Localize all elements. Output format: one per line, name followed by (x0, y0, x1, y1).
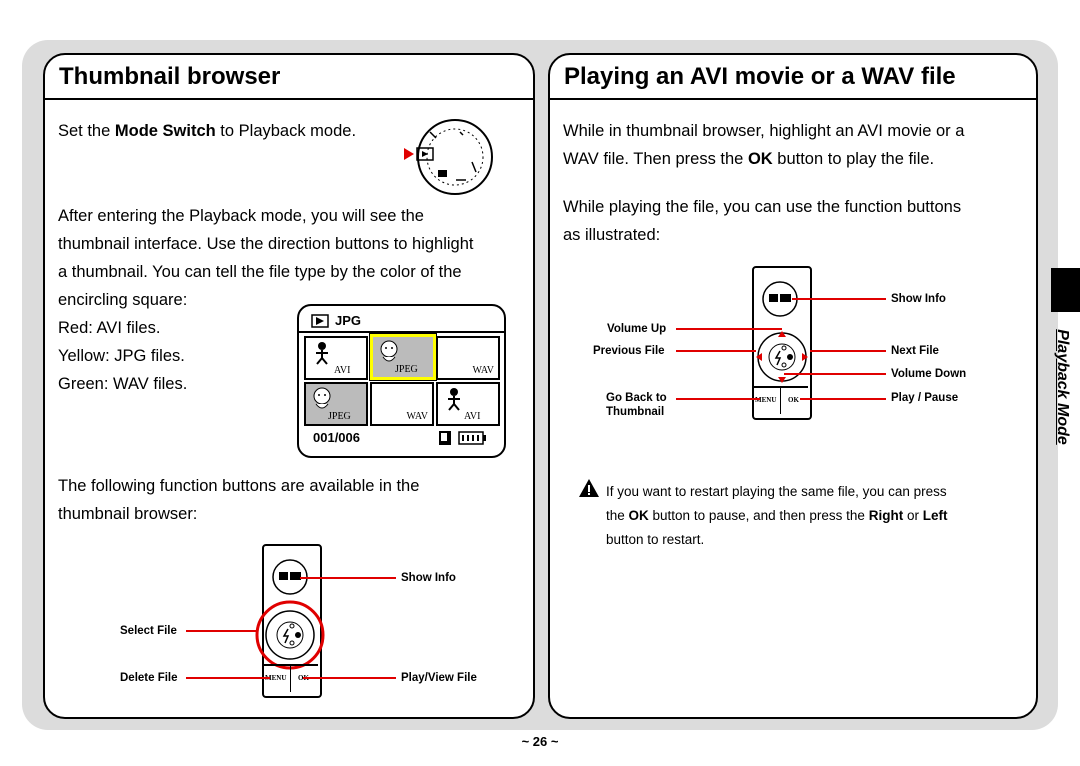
red-avi-legend: Red: AVI files. (58, 319, 161, 337)
callout-line (186, 677, 270, 679)
lcd-thumbnail-screen: JPG AVI JPEG WAV JPEG WAV AVI 001/006 (297, 304, 506, 458)
lcd-divider (299, 331, 504, 333)
instruction-line: While playing the file, you can use the … (563, 198, 962, 216)
thumbnail-cell[interactable]: JPEG (304, 382, 368, 426)
callout-line (784, 373, 886, 375)
thumbnail-cell[interactable]: AVI (304, 336, 368, 380)
section-title: Thumbnail browser (59, 63, 281, 90)
child-figure-icon (448, 388, 460, 411)
thumbnail-cell[interactable]: AVI (436, 382, 500, 426)
file-counter: 001/006 (313, 430, 360, 445)
go-back-label: Go Back to (606, 392, 667, 404)
callout-line (792, 298, 886, 300)
function-buttons-line: thumbnail browser: (58, 505, 198, 523)
button-divider (780, 386, 781, 414)
callout-line (676, 350, 756, 352)
playback-paragraph-line: a thumbnail. You can tell the file type … (58, 263, 462, 281)
playback-paragraph-line: encircling square: (58, 291, 188, 309)
callout-line (676, 398, 760, 400)
chapter-tab (1051, 268, 1080, 312)
menu-button[interactable]: MENU (755, 396, 777, 404)
mode-switch-instruction: Set the Mode Switch to Playback mode. (58, 122, 357, 140)
playback-paragraph-line: After entering the Playback mode, you wi… (58, 207, 424, 225)
ok-button[interactable]: OK (788, 396, 799, 404)
thumbnail-cell[interactable]: WAV (370, 382, 434, 426)
file-type-label: JPG (335, 313, 362, 328)
title-divider (45, 98, 533, 100)
title-divider (550, 98, 1036, 100)
memory-card-icon (439, 431, 486, 445)
show-info-label: Show Info (891, 293, 946, 305)
callout-line (186, 630, 256, 632)
thumbnail-cell[interactable]: WAV (436, 336, 500, 380)
play-pause-label: Play / Pause (891, 392, 959, 404)
callout-line (303, 677, 396, 679)
function-buttons-line: The following function buttons are avail… (58, 477, 420, 495)
next-file-label: Next File (891, 345, 939, 357)
child-figure-icon (316, 342, 328, 365)
playback-icon (311, 314, 329, 328)
instruction-line: WAV file. Then press the OK button to pl… (563, 150, 935, 168)
previous-file-label: Previous File (593, 345, 665, 357)
menu-button[interactable]: MENU (265, 674, 287, 682)
thumbnail-cell-selected[interactable]: JPEG (369, 333, 437, 381)
button-divider (290, 664, 291, 692)
callout-line (810, 350, 886, 352)
direction-pad-icon[interactable] (744, 322, 822, 394)
callout-line (800, 398, 886, 400)
go-back-label: Thumbnail (606, 406, 665, 418)
show-info-label: Show Info (401, 572, 456, 584)
mode-dial-icon (404, 119, 493, 195)
playback-paragraph-line: thumbnail interface. Use the direction b… (58, 235, 474, 253)
note-line: button to restart. (606, 532, 705, 547)
note-line: If you want to restart playing the same … (606, 484, 947, 499)
note-line: the OK button to pause, and then press t… (606, 508, 948, 523)
section-title: Playing an AVI movie or a WAV file (564, 63, 956, 90)
baby-photo-icon (380, 340, 398, 362)
instruction-line: While in thumbnail browser, highlight an… (563, 122, 965, 140)
delete-file-label: Delete File (120, 672, 178, 684)
callout-line (300, 577, 396, 579)
green-wav-legend: Green: WAV files. (58, 375, 188, 393)
instruction-line: as illustrated: (563, 226, 661, 244)
play-view-file-label: Play/View File (401, 672, 477, 684)
callout-line (676, 328, 782, 330)
page-number: ~ 26 ~ (521, 734, 559, 749)
baby-photo-icon (313, 387, 331, 409)
volume-up-label: Volume Up (607, 323, 667, 335)
volume-down-label: Volume Down (891, 368, 967, 380)
pointer-arrow-icon (404, 148, 414, 160)
direction-pad-icon[interactable] (252, 600, 330, 672)
yellow-jpg-legend: Yellow: JPG files. (58, 347, 185, 365)
warning-icon (579, 479, 599, 497)
select-file-label: Select File (120, 625, 177, 637)
chapter-tab-label: Playback Mode (1054, 329, 1071, 445)
